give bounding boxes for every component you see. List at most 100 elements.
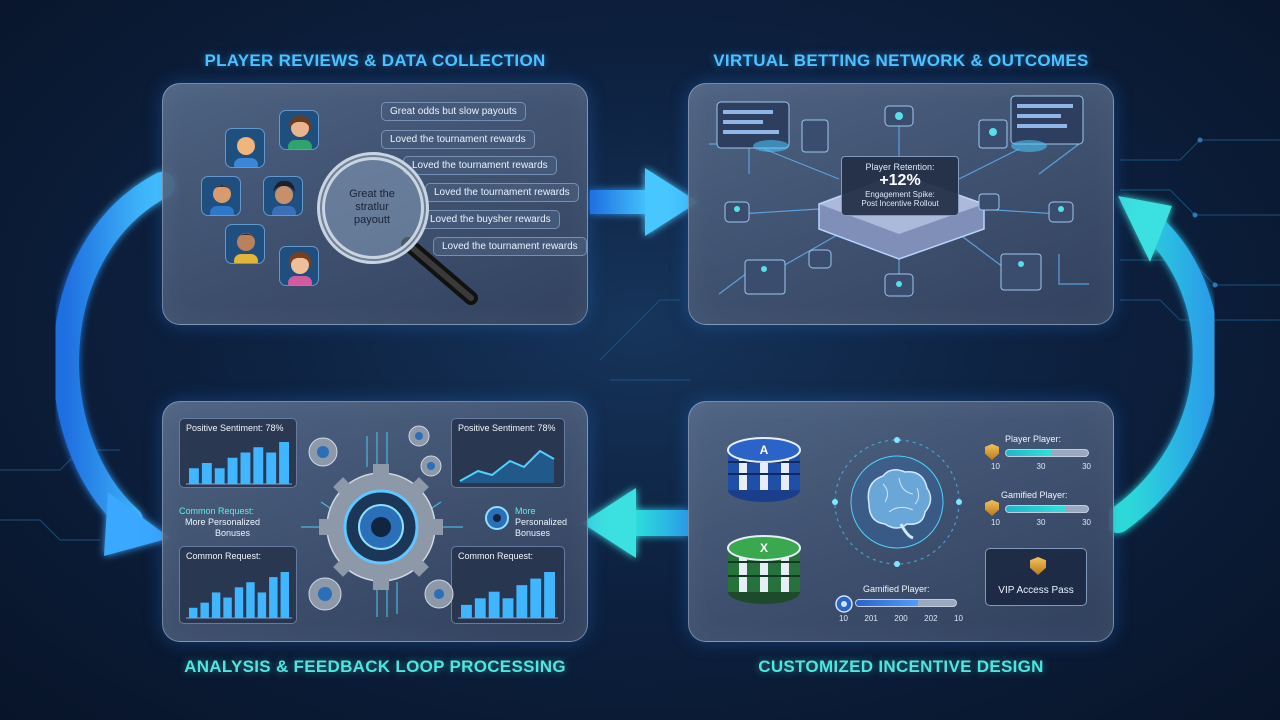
tier-ticks: 10 30 30	[991, 462, 1091, 471]
flow-arrow-bottom	[582, 488, 688, 558]
left-request-label: Common Request:	[179, 506, 255, 516]
retention-metric-card: Player Retention: +12% Engagement Spike:…	[841, 156, 959, 216]
bar-chart-requests-trend	[458, 572, 558, 619]
tier-label: Gamified Player:	[1001, 490, 1068, 500]
vip-badge-icon	[1030, 557, 1046, 575]
right-request-label: Bonuses	[515, 528, 551, 538]
chart-bar	[474, 598, 486, 618]
loop-arrow-right	[1105, 196, 1219, 533]
poker-chip-blue-icon: A	[727, 437, 801, 502]
small-gear-icon	[485, 506, 509, 530]
chart-card-1: Positive Sentiment: 78%	[179, 418, 297, 488]
chart-bar	[189, 468, 199, 484]
chart-bar	[223, 597, 232, 618]
panel-player-reviews: Great odds but slow payouts Loved the to…	[162, 83, 588, 325]
tier-progress-bar	[1005, 449, 1089, 457]
tier-progress-bar	[1005, 505, 1089, 513]
tick-label: 202	[924, 614, 938, 623]
tick-label: 10	[991, 518, 1000, 527]
tier-progress-fill	[856, 600, 918, 606]
tier-label: Player Player:	[1005, 434, 1062, 444]
gear-processing-icon	[301, 425, 463, 617]
chart-bar	[279, 442, 289, 484]
vip-label: VIP Access Pass	[998, 585, 1074, 596]
bar-chart-sentiment	[186, 442, 292, 485]
chart-title: Common Request:	[458, 551, 534, 561]
tick-label: 10	[954, 614, 963, 623]
flow-arrow-top	[590, 168, 698, 236]
ai-brain-icon	[832, 437, 962, 567]
player-avatar-2	[279, 110, 319, 150]
section-title-reviews: PLAYER REVIEWS & DATA COLLECTION	[204, 51, 546, 70]
area-chart-sentiment	[459, 449, 555, 483]
tier-badge-icon	[985, 500, 999, 516]
chart-bar	[530, 578, 542, 618]
chart-title: Positive Sentiment: 78%	[186, 423, 284, 433]
chart-card-2: Positive Sentiment: 78%	[451, 418, 565, 488]
panel-betting-network: Player Retention: +12% Engagement Spike:…	[688, 83, 1114, 325]
tier-progress-fill	[1006, 450, 1052, 456]
player-avatar-4	[263, 176, 303, 216]
section-title-incentive: CUSTOMIZED INCENTIVE DESIGN	[758, 657, 1044, 676]
chart-bar	[227, 457, 238, 484]
left-request-label: More Personalized	[185, 517, 261, 527]
poker-chip-green-icon: X	[727, 535, 801, 604]
tick-label: 10	[839, 614, 848, 623]
metric-value: +12%	[879, 172, 921, 189]
chip-letter: X	[760, 541, 768, 555]
review-pill: Loved the tournament rewards	[403, 156, 557, 175]
chart-bar	[214, 468, 225, 484]
right-request-label: Personalized	[515, 517, 568, 527]
chart-bar	[201, 463, 212, 484]
tier-progress-fill	[1006, 506, 1066, 512]
chart-bar	[253, 447, 264, 484]
tick-label: 30	[1036, 462, 1046, 471]
tier-label: Gamified Player:	[863, 584, 930, 594]
review-pill: Loved the tournament rewards	[381, 130, 535, 149]
chart-bar	[461, 604, 472, 618]
tier-progress-bar	[855, 599, 957, 607]
tier-shield-icon	[835, 595, 853, 613]
chart-bar	[246, 582, 255, 618]
metric-sub-2: Post Incentive Rollout	[861, 199, 939, 208]
metric-title: Player Retention:	[865, 162, 935, 172]
tick-label: 201	[864, 614, 878, 623]
tier-badge-icon	[985, 444, 999, 460]
chart-bar	[240, 452, 251, 484]
tick-label: 30	[1036, 518, 1046, 527]
tick-label: 200	[894, 614, 908, 623]
player-avatar-5	[225, 224, 265, 264]
left-request-label: Bonuses	[215, 528, 251, 538]
chart-card-3: Common Request:	[179, 546, 297, 624]
chart-bar	[488, 591, 500, 618]
tick-label: 30	[1082, 462, 1091, 471]
chart-bar	[211, 592, 221, 618]
review-pill: Loved the buysher rewards	[421, 210, 560, 229]
review-pill: Loved the tournament rewards	[433, 237, 587, 256]
chart-bar	[257, 592, 267, 618]
magnifier-text: Great the stratlur payoutt	[349, 188, 395, 227]
section-title-analysis: ANALYSIS & FEEDBACK LOOP PROCESSING	[184, 657, 566, 676]
vip-pass-card: VIP Access Pass	[985, 548, 1087, 606]
magnifying-glass-icon	[317, 152, 478, 305]
player-avatar-3	[201, 176, 241, 216]
review-pill: Great odds but slow payouts	[381, 102, 526, 121]
chart-bar	[269, 577, 278, 618]
chart-title: Positive Sentiment: 78%	[458, 423, 556, 433]
chart-bar	[544, 572, 555, 618]
chart-title: Common Request:	[186, 551, 262, 561]
bar-chart-requests	[186, 572, 292, 619]
tick-label: 10	[991, 462, 1000, 471]
panel-analysis: Positive Sentiment: 78% Positive Sentime…	[162, 401, 588, 642]
chart-bar	[502, 598, 514, 618]
player-avatar-1	[225, 128, 265, 168]
chart-bar	[189, 607, 198, 618]
section-title-network: VIRTUAL BETTING NETWORK & OUTCOMES	[713, 51, 1089, 70]
chart-bar	[516, 585, 528, 618]
metric-sub-1: Engagement Spike:	[865, 190, 935, 199]
chart-bar	[280, 572, 289, 618]
chart-bar	[266, 452, 277, 484]
right-request-label: More	[515, 506, 536, 516]
